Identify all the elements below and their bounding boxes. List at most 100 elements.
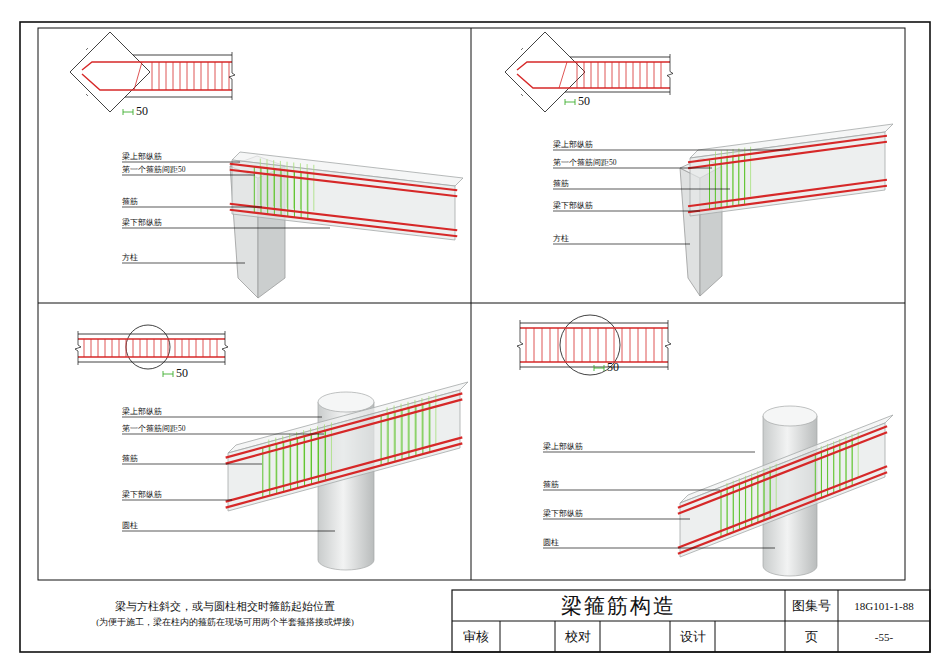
break-line — [665, 320, 671, 370]
stirrup — [126, 339, 127, 357]
beam-outline — [78, 334, 225, 335]
stirrup — [313, 165, 314, 211]
leader-line — [553, 150, 790, 151]
stirrup — [210, 339, 211, 357]
rebar — [678, 432, 887, 514]
title-block-rule — [500, 621, 501, 652]
stirrup — [558, 328, 559, 362]
leader-line — [553, 244, 690, 245]
stirrup — [626, 62, 627, 88]
dimension-tick — [133, 109, 134, 115]
beam-outline — [78, 362, 225, 363]
stirrup — [215, 62, 216, 90]
title-block-cell: 校对 — [555, 621, 600, 652]
panel-divider — [38, 303, 905, 304]
stirrup — [388, 414, 389, 464]
callout-label: 梁上部纵筋 — [543, 442, 583, 451]
beam-outline — [133, 55, 232, 56]
stirrup — [208, 62, 209, 90]
stirrup — [180, 62, 181, 90]
leader-line — [122, 228, 330, 229]
stirrup — [574, 328, 575, 362]
dimension-line — [594, 368, 604, 369]
callout-label: 梁下部纵筋 — [122, 490, 162, 499]
stirrup — [605, 62, 606, 88]
break-line — [86, 94, 88, 96]
stirrup — [654, 62, 655, 88]
leader-line — [553, 189, 730, 190]
stirrup — [732, 156, 733, 206]
callout-label: 梁上部纵筋 — [122, 407, 162, 416]
dimension-tick — [163, 371, 164, 377]
stirrup — [168, 339, 169, 357]
title-block-cell: 图集号 — [785, 590, 838, 621]
break-line — [229, 52, 235, 100]
stirrup — [661, 62, 662, 88]
dimension: 50 — [176, 367, 188, 380]
stirrup — [187, 62, 188, 90]
stirrup — [577, 62, 578, 88]
beam-face — [690, 132, 885, 216]
rebar — [688, 186, 887, 213]
round-column-top — [763, 406, 817, 426]
stirrup — [715, 159, 716, 209]
round-column-top — [318, 392, 374, 412]
dimension-tick — [173, 371, 174, 377]
rebar — [688, 136, 887, 163]
stirrup — [590, 328, 591, 362]
title-block-cell: 页 — [785, 621, 838, 652]
stirrup — [269, 446, 270, 496]
stirrup — [622, 328, 623, 362]
stirrup — [744, 155, 745, 205]
stirrup — [196, 339, 197, 357]
stirrup — [194, 62, 195, 90]
callout-label: 第一个箍筋间距50 — [122, 424, 186, 433]
stirrup — [112, 339, 113, 357]
rebar — [226, 437, 463, 501]
stirrup — [614, 328, 615, 362]
leader-line — [543, 519, 690, 520]
stirrup — [203, 339, 204, 357]
stirrup — [591, 62, 592, 88]
callout-label: 圆柱 — [543, 538, 559, 547]
stirrup — [91, 339, 92, 357]
stirrup — [654, 328, 655, 362]
stirrup — [662, 328, 663, 362]
stirrup — [140, 339, 141, 357]
dimension-tick — [604, 365, 605, 371]
callout-label: 第一个箍筋间距50 — [122, 165, 186, 174]
stirrup — [619, 62, 620, 88]
break-line — [517, 320, 523, 370]
stirrup — [297, 438, 298, 488]
stirrup — [415, 406, 416, 456]
stirrup — [325, 431, 326, 481]
callout-label: 箍筋 — [122, 197, 138, 206]
title-block-rule — [715, 621, 716, 652]
leader-line — [122, 434, 324, 435]
callout-label: 梁下部纵筋 — [543, 509, 583, 518]
leader-line — [543, 452, 755, 453]
rebar — [230, 210, 457, 237]
rebar — [226, 443, 463, 507]
drawing-area — [38, 28, 905, 580]
stirrup — [98, 339, 99, 357]
stirrup — [612, 62, 613, 88]
stirrup — [276, 444, 277, 494]
rebar — [82, 62, 232, 70]
stirrup — [422, 404, 423, 454]
stirrup — [408, 408, 409, 458]
stirrup — [709, 159, 710, 209]
rebar — [678, 472, 887, 554]
callout-label: 梁上部纵筋 — [122, 152, 162, 161]
stirrup — [133, 339, 134, 357]
stirrup — [633, 62, 634, 88]
stirrup — [640, 62, 641, 88]
break-line — [86, 48, 88, 50]
leader-line — [543, 490, 720, 491]
stirrup — [311, 434, 312, 484]
dimension-tick — [565, 99, 566, 105]
leader-line — [122, 531, 335, 532]
stirrup — [395, 412, 396, 462]
